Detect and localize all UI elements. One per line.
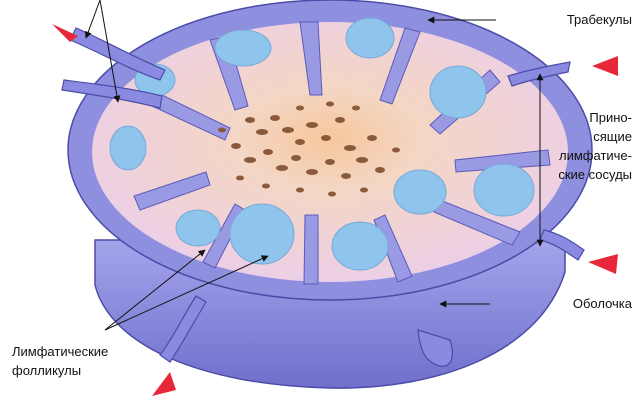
label-afferent-line-1: Прино-: [520, 108, 632, 127]
label-afferent-line-2: сящие: [520, 127, 632, 146]
label-follicles-line-2: фолликулы: [12, 361, 162, 380]
flow-arrow-mid-right: [588, 254, 618, 274]
label-capsule: Оболочка: [520, 294, 632, 313]
label-trabeculae: Трабекулы: [520, 10, 632, 29]
label-afferent-line-3: лимфатиче-: [520, 146, 632, 165]
cortex: [92, 22, 568, 282]
leader-top-a: [86, 0, 100, 38]
label-follicles-line-1: Лимфатические: [12, 342, 162, 361]
label-follicles: Лимфатические фолликулы: [12, 342, 162, 380]
label-afferent-line-4: ские сосуды: [520, 165, 632, 184]
flow-arrow-top-right: [592, 56, 618, 76]
label-afferent-vessels: Прино- сящие лимфатиче- ские сосуды: [520, 108, 632, 184]
